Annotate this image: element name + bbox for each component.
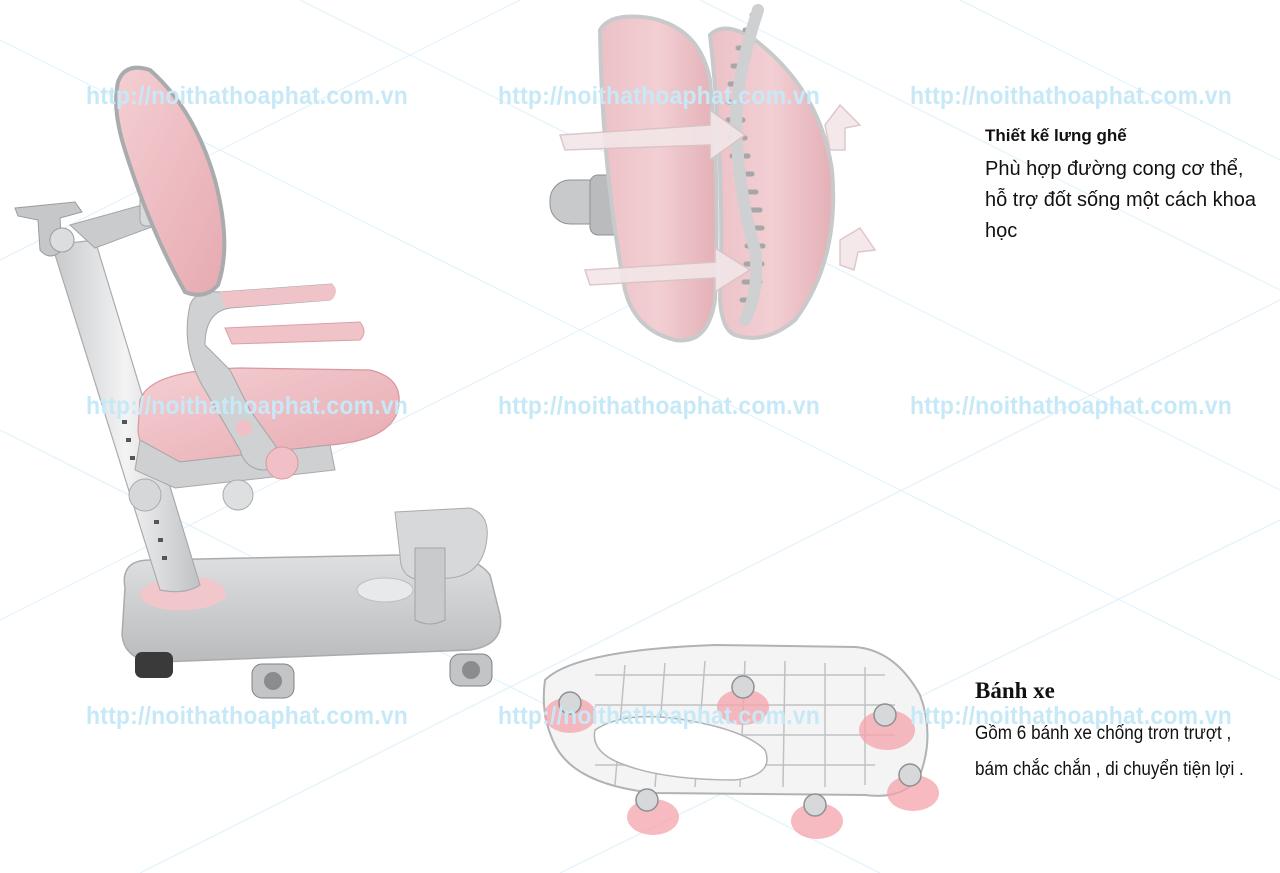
backrest-caption-body: Phù hợp đường cong cơ thể, hỗ trợ đốt số… [985, 154, 1280, 247]
wheels-caption-line: bám chắc chắn , di chuyển tiện lợi . [975, 759, 1244, 780]
watermark-text: http://noithathoaphat.com.vn [910, 82, 1233, 110]
watermark-text: http://noithathoaphat.com.vn [86, 392, 409, 420]
wheels-caption-title: Bánh xe [975, 678, 1055, 703]
backrest-caption-line: hỗ trợ đốt sống một cách khoa [985, 189, 1257, 211]
base-underside-image [542, 643, 939, 839]
watermark-text: http://noithathoaphat.com.vn [498, 82, 821, 110]
backrest-caption-line: Phù hợp đường cong cơ thể, [985, 158, 1244, 180]
backrest-caption-line: học [985, 220, 1018, 242]
watermark-text: http://noithathoaphat.com.vn [498, 392, 821, 420]
wheels-caption-line: Gồm 6 bánh xe chống trơn trượt , [975, 723, 1232, 744]
watermark-text: http://noithathoaphat.com.vn [910, 392, 1233, 420]
watermark-text: http://noithathoaphat.com.vn [910, 702, 1233, 730]
watermark-text: http://noithathoaphat.com.vn [498, 702, 821, 730]
wheels-caption-body: Gồm 6 bánh xe chống trơn trượt , bám chắ… [975, 716, 1245, 788]
watermark-text: http://noithathoaphat.com.vn [86, 82, 409, 110]
chair-side-view-image [14, 65, 502, 699]
backrest-caption-title: Thiết kế lưng ghế [985, 126, 1127, 145]
backrest-detail-image [549, 4, 877, 343]
watermark-text: http://noithathoaphat.com.vn [86, 702, 409, 730]
